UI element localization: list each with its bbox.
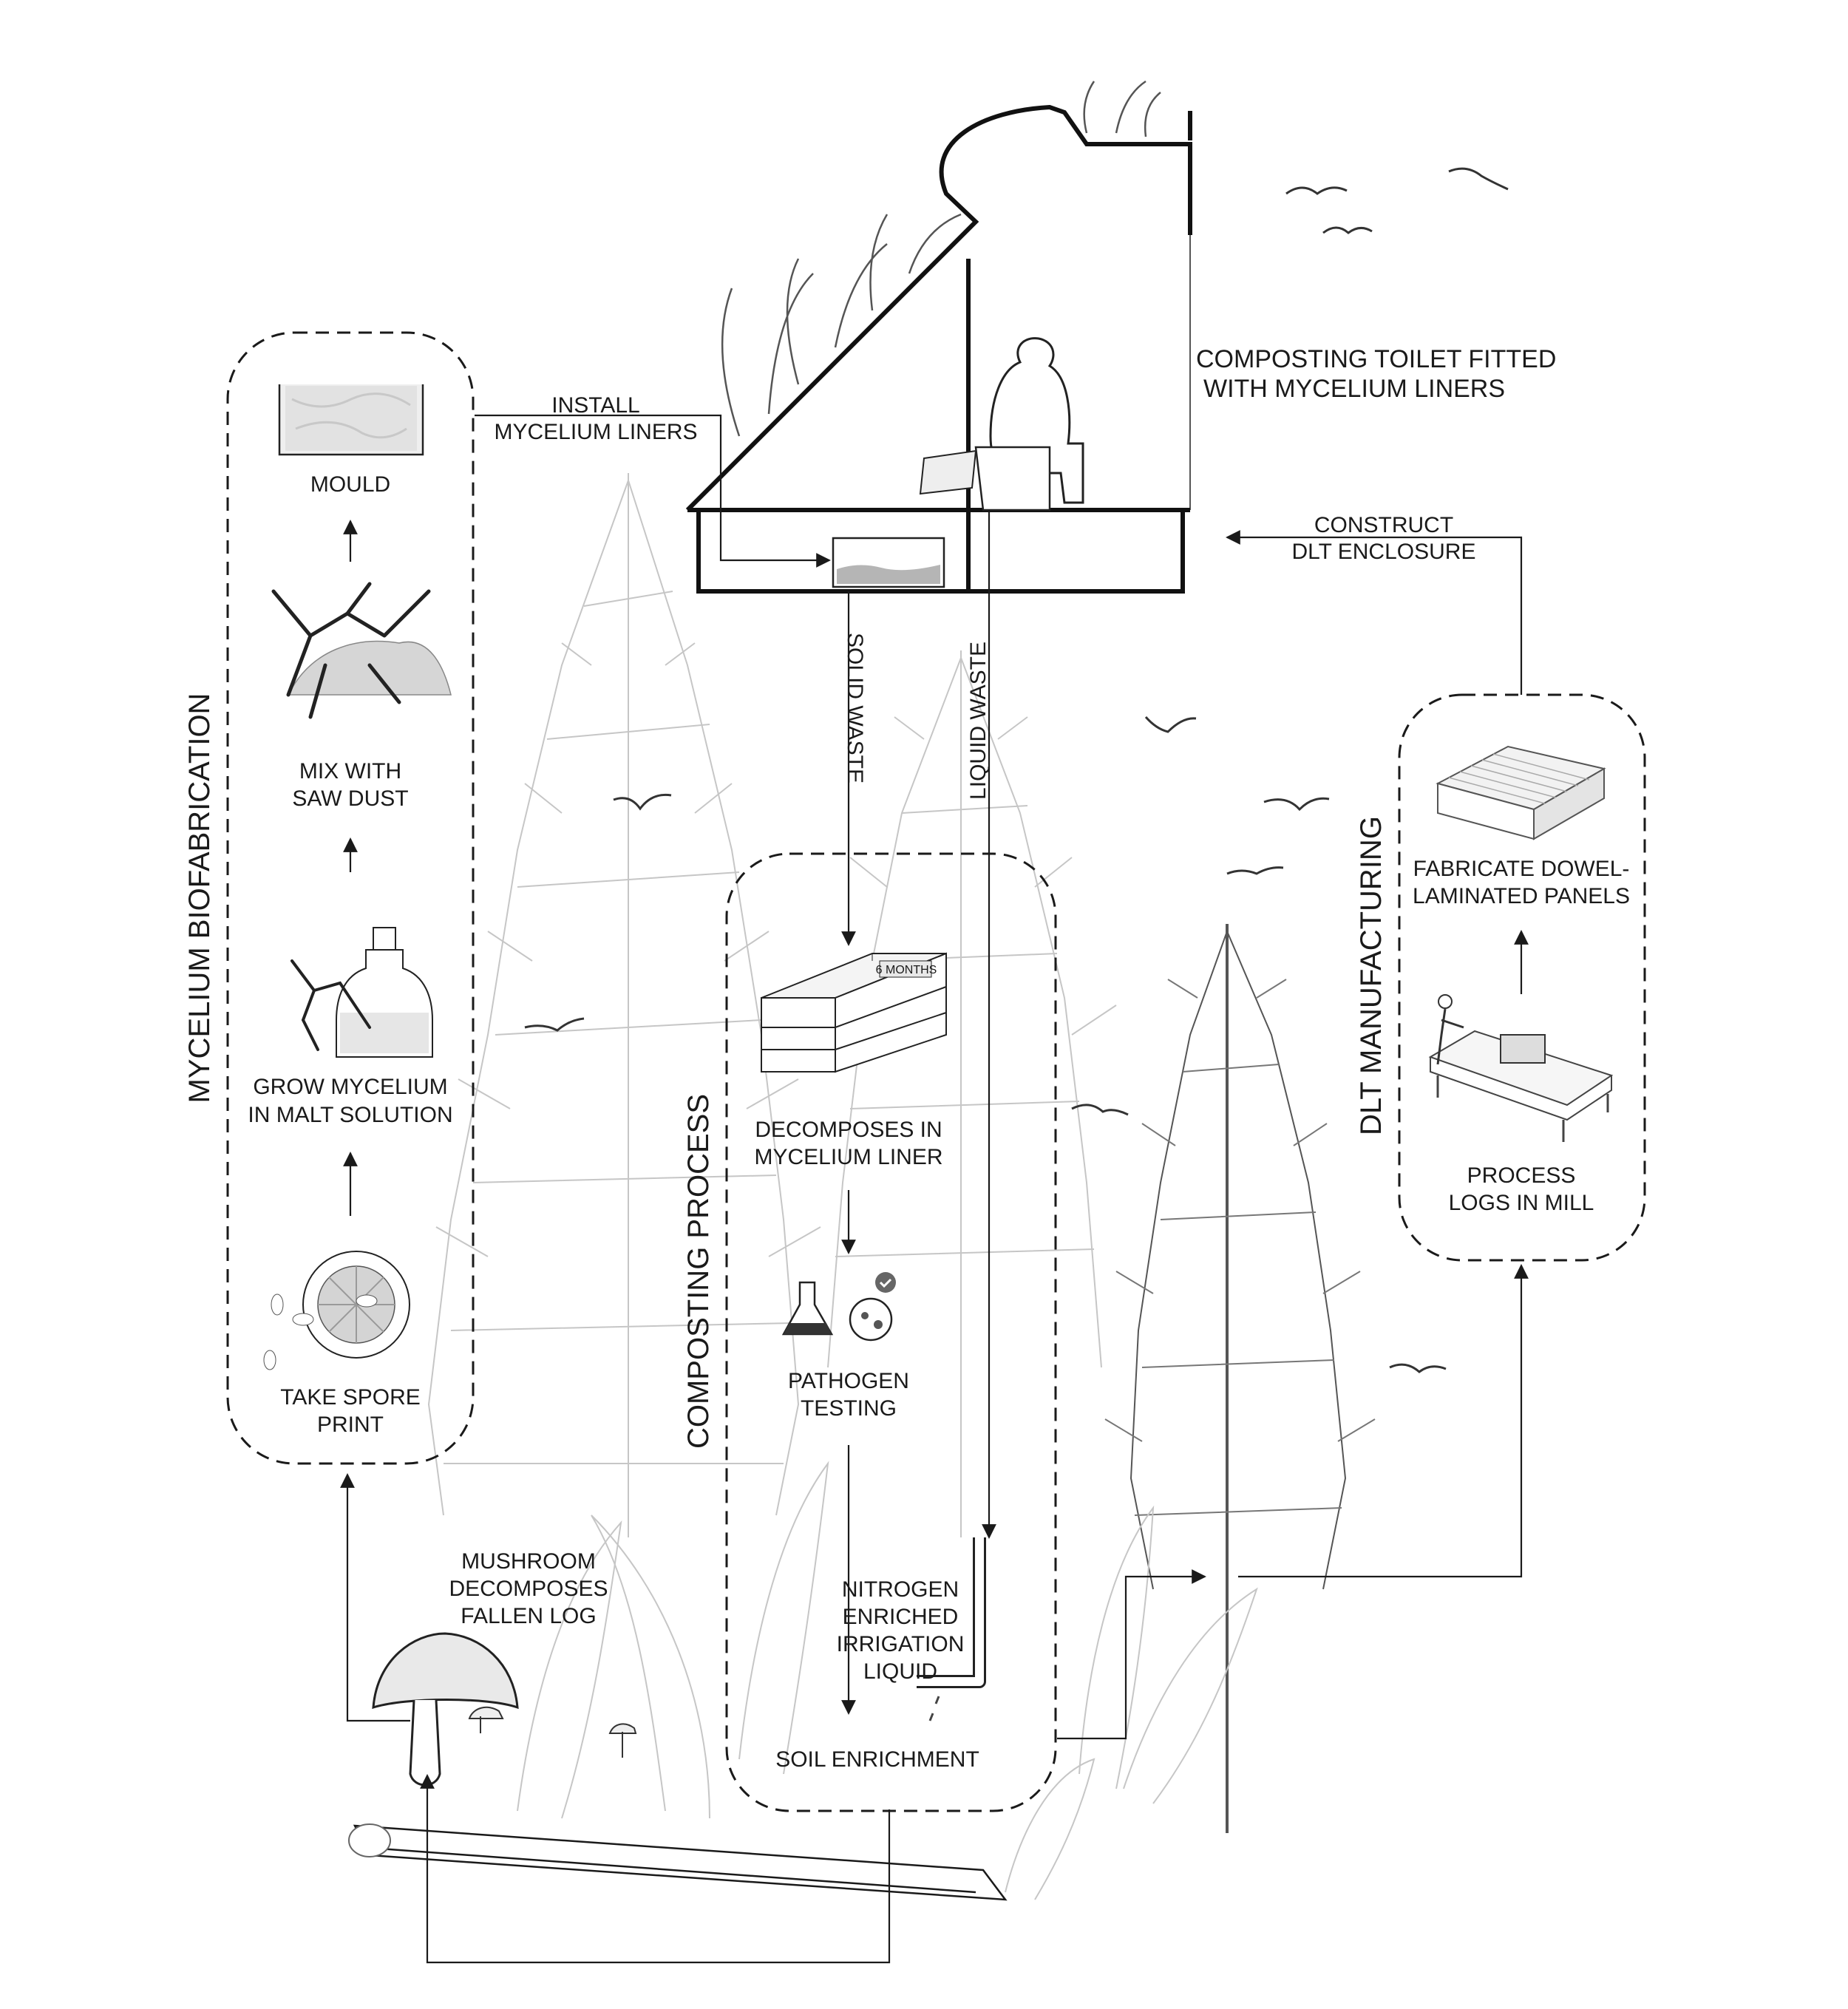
decompose-label-line2: MYCELIUM LINER [754, 1145, 942, 1169]
install-label-line2: MYCELIUM LINERS [494, 420, 697, 444]
composting-group-title: COMPOSTING PROCESS [682, 1094, 715, 1449]
mushroom-label-line1: MUSHROOM [461, 1549, 596, 1574]
irrigation-label-line2: ENRICHED [843, 1605, 959, 1629]
construct-label-line1: CONSTRUCT [1314, 513, 1453, 537]
construct-label-line2: DLT ENCLOSURE [1292, 540, 1476, 564]
mycelium-group-title: MYCELIUM BIOFABRICATION [183, 693, 216, 1104]
bird-icon [1389, 1363, 1447, 1373]
flow-connectors [340, 414, 1529, 1964]
mix-label-line1: MIX WITH [299, 759, 401, 783]
dlt-group-title: DLT MANUFACTURING [1355, 816, 1387, 1135]
check-icon [875, 1272, 896, 1293]
decompose-label-line1: DECOMPOSES IN [755, 1118, 942, 1142]
compost-bins-illustration [761, 952, 947, 1073]
mushroom-label-line3: FALLEN LOG [461, 1604, 596, 1628]
panels-label-line1: FABRICATE DOWEL- [1413, 857, 1630, 881]
mould-label: MOULD [310, 472, 390, 497]
mix-label-line2: SAW DUST [292, 786, 408, 811]
irrigation-label-line4: LIQUID [863, 1659, 937, 1684]
irrigation-pipe-illustration [917, 1537, 986, 1721]
panels-label-line2: LAMINATED PANELS [1413, 884, 1630, 908]
bird-icon [613, 793, 672, 811]
bird-icon [1263, 797, 1330, 812]
toilet-title-line2: WITH MYCELIUM LINERS [1203, 375, 1505, 403]
solid-waste-label: SOLID WASTE [843, 633, 867, 783]
toilet-title-line1: COMPOSTING TOILET FITTED [1196, 345, 1556, 373]
sawmill-illustration [1428, 994, 1614, 1142]
grow-label-line1: GROW MYCELIUM [253, 1075, 447, 1099]
composting-toilet-building [685, 80, 1192, 594]
mill-label-line2: LOGS IN MILL [1449, 1191, 1594, 1215]
fallen-log-illustration [348, 1823, 1008, 1901]
spore-label-line1: TAKE SPORE [280, 1385, 421, 1410]
irrigation-label-line1: NITROGEN [842, 1577, 959, 1602]
bird-icon [1226, 866, 1284, 875]
mushroom-label-line2: DECOMPOSES [449, 1577, 608, 1601]
forest-background-illustration [348, 473, 1376, 1901]
bins-badge-label: 6 MONTHS [876, 964, 937, 976]
spore-label-line2: PRINT [317, 1413, 384, 1437]
bird-icon [524, 1017, 585, 1032]
testing-label-line1: PATHOGEN [788, 1369, 909, 1393]
tree-right-illustration [1104, 924, 1376, 1833]
install-label-line1: INSTALL [551, 393, 640, 418]
sawdust-mix-illustration [271, 582, 452, 719]
lab-testing-illustration [781, 1272, 896, 1342]
person-seated-illustration [919, 337, 1084, 511]
mill-label-line1: PROCESS [1467, 1163, 1576, 1188]
birds-illustration [524, 167, 1509, 1373]
soil-enrichment-label: SOIL ENRICHMENT [775, 1747, 979, 1772]
bird-icon [1448, 167, 1509, 191]
bird-icon [1071, 1104, 1129, 1116]
bird-icon [1322, 226, 1373, 234]
composting-group-box [725, 852, 1057, 1812]
dlt-panel-illustration [1436, 745, 1606, 840]
understory-plants-illustration [517, 1461, 1258, 1900]
testing-label-line2: TESTING [801, 1396, 897, 1421]
irrigation-label-line3: IRRIGATION [837, 1632, 965, 1656]
bird-icon [1285, 186, 1348, 195]
spore-print-illustration [263, 1251, 410, 1370]
mould-illustration [278, 384, 424, 456]
grow-label-line2: IN MALT SOLUTION [248, 1103, 452, 1127]
mycelium-culture-bottle-illustration [291, 927, 433, 1058]
mushroom-illustration [372, 1632, 637, 1787]
liquid-waste-label: LIQUID WASTE [966, 642, 991, 800]
mycelium-group-box [226, 331, 475, 1465]
dlt-group-box [1398, 693, 1646, 1262]
bird-icon [1144, 716, 1197, 733]
